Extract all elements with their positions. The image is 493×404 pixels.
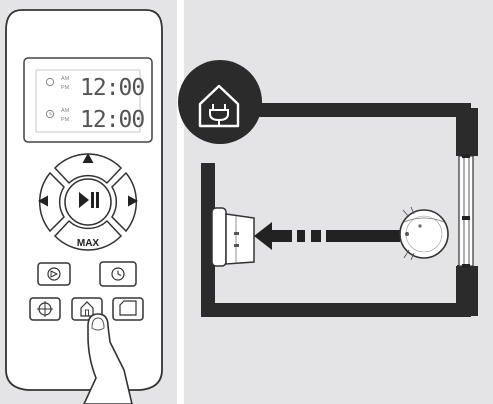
arrow-head <box>254 222 272 250</box>
lcd-row-1-am: AM <box>61 76 70 82</box>
house-icon <box>80 301 94 317</box>
house-plug-icon <box>198 84 240 128</box>
up-arrow-icon <box>82 153 94 163</box>
lcd-row-2-pm: PM <box>61 117 70 123</box>
left-arrow-icon <box>38 195 48 207</box>
crosshair-icon <box>37 301 53 317</box>
play-pause-button[interactable] <box>64 178 112 226</box>
clock-small-icon <box>45 109 55 119</box>
dpad-down-button[interactable] <box>53 219 123 251</box>
clock-icon <box>111 267 125 281</box>
docking-diagram <box>178 60 478 317</box>
right-arrow-icon <box>128 195 138 207</box>
sun-icon <box>45 77 55 87</box>
spot-icon <box>47 267 61 281</box>
robot-vacuum <box>399 206 449 261</box>
lcd-row-1-pm: PM <box>61 85 70 91</box>
remote-control: AM PM 12:00 AM PM 12:00 <box>5 9 163 404</box>
fingernail <box>91 317 105 331</box>
corner-clean-button[interactable] <box>112 297 144 321</box>
edge-clean-button[interactable] <box>29 297 61 321</box>
lcd-row-2-am: AM <box>61 108 70 114</box>
lcd-row-1: AM PM 12:00 <box>45 75 145 101</box>
dpad-left-button[interactable] <box>38 171 65 233</box>
home-badge <box>178 60 262 144</box>
lcd-row-1-time: 12:00 <box>80 75 144 101</box>
lcd-screen <box>23 57 153 143</box>
lcd-row-2-time: 12:00 <box>80 107 144 133</box>
max-label: MAX <box>77 238 100 249</box>
lcd-row-2: AM PM 12:00 <box>45 107 145 133</box>
charging-dock <box>211 207 255 267</box>
corner-icon <box>119 300 137 316</box>
schedule-button[interactable] <box>99 261 137 287</box>
spot-button[interactable] <box>37 262 71 286</box>
dpad: MAX <box>38 153 138 251</box>
dpad-up-button[interactable] <box>53 153 123 185</box>
play-pause-icon <box>79 192 99 208</box>
doorway <box>458 154 474 268</box>
wall-end-bottom <box>456 266 478 316</box>
finger-pressing <box>83 313 133 404</box>
return-arrow <box>254 222 400 250</box>
dpad-right-button[interactable] <box>111 171 138 233</box>
wall-end-top <box>456 108 478 156</box>
